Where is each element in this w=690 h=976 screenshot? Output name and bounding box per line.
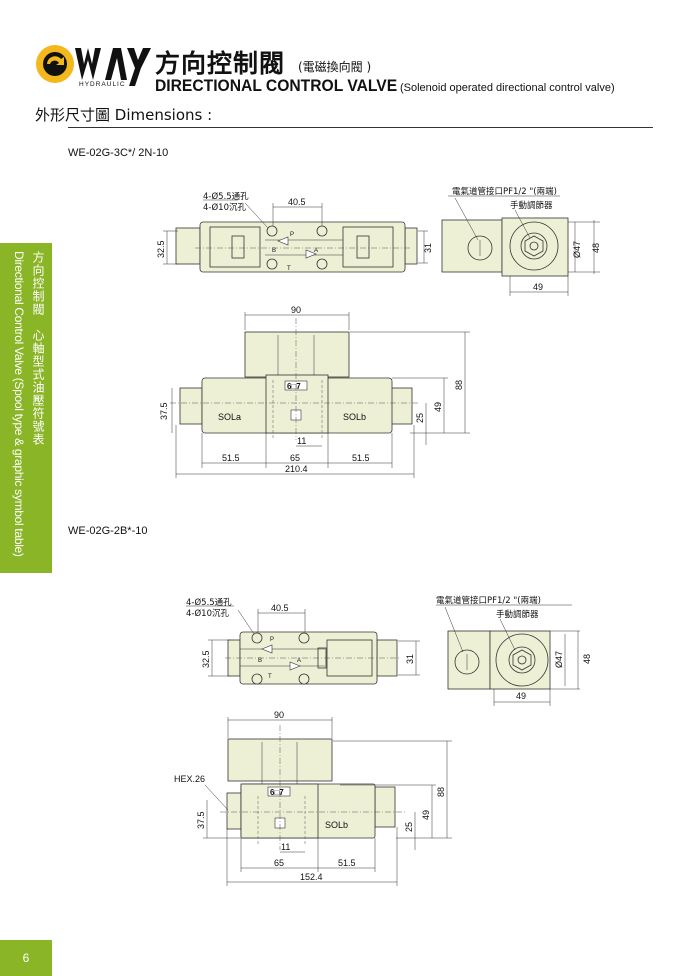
conduit-label: 電氣道管接口PF1/2 "(兩端) [452, 186, 557, 197]
dim-65: 65 [274, 858, 284, 868]
port-a: A [297, 658, 301, 664]
port-a: A [314, 248, 318, 254]
hole-label-through: 4-Ø5.5通孔 [203, 191, 249, 202]
dim-25: 25 [404, 822, 414, 832]
logo: HYDRAULIC [35, 42, 153, 93]
dim-32-5: 32.5 [201, 650, 211, 668]
port-t: T [287, 266, 291, 272]
dim-31: 31 [423, 243, 433, 253]
side-tab-english: Directional Control Valve (Spool type & … [12, 251, 26, 557]
logo-subtext: HYDRAULIC [79, 81, 126, 88]
port-p: P [270, 637, 274, 643]
hole-label-through: 4-Ø5.5通孔 [186, 597, 232, 608]
title-chinese: 方向控制閥 [155, 49, 286, 78]
drawing2-side-view: 電氣道管接口PF1/2 "(兩端) 手動調節器 Ø47 48 49 [436, 595, 592, 706]
dim-51-5-right: 51.5 [352, 453, 370, 463]
dim-49: 49 [516, 691, 526, 701]
section-heading: 外形尺寸圖 Dimensions : [35, 106, 213, 124]
dim-65: 65 [290, 453, 300, 463]
dim-90: 90 [274, 710, 284, 720]
side-tab-chinese: 方向控制閥 心軸型式油壓符號表 [31, 251, 45, 446]
manual-override-label: 手動調節器 [496, 609, 539, 620]
dim-90: 90 [291, 305, 301, 315]
drawing2-top-view: P T A B 40.5 32.5 31 4-Ø5.5通孔 4-Ø10沉孔 [186, 597, 420, 685]
way-hydraulic-logo: HYDRAULIC [36, 45, 151, 88]
dim-51-5-left: 51.5 [222, 453, 240, 463]
dim-37-5: 37.5 [159, 402, 169, 420]
conduit-label: 電氣道管接口PF1/2 "(兩端) [436, 595, 541, 606]
dim-49-height: 49 [421, 810, 431, 820]
dim-88: 88 [436, 787, 446, 797]
side-tab: 方向控制閥 心軸型式油壓符號表 Directional Control Valv… [0, 243, 52, 573]
dim-31: 31 [405, 654, 415, 664]
drawing1-front-view: 6□7 SOLa SOLb 90 88 49 25 37.5 11 51.5 6… [159, 305, 470, 478]
hole-label-counterbore: 4-Ø10沉孔 [203, 202, 246, 213]
dim-48: 48 [582, 654, 592, 664]
nameplate: 6□7 [270, 788, 284, 797]
dim-49: 49 [533, 282, 543, 292]
solenoid-b-label: SOLb [343, 412, 366, 422]
dim-48: 48 [591, 243, 601, 253]
dim-49-height: 49 [433, 402, 443, 412]
port-b: B [258, 658, 262, 664]
dim-diameter-47: Ø47 [572, 241, 582, 258]
dim-40-5: 40.5 [271, 603, 289, 613]
dim-diameter-47: Ø47 [554, 651, 564, 668]
port-b: B [272, 248, 276, 254]
solenoid-b-label: SOLb [325, 820, 348, 830]
model-label-1: WE-02G-3C*/ 2N-10 [68, 147, 169, 159]
dim-32-5: 32.5 [156, 240, 166, 258]
dim-11: 11 [297, 436, 306, 446]
port-p: P [290, 232, 294, 238]
port-t: T [268, 674, 272, 680]
title-english-sub: (Solenoid operated directional control v… [400, 82, 615, 94]
drawing1-top-view: P T A B 40.5 32.5 31 4-Ø5.5通孔 4-Ø10沉孔 [156, 191, 433, 273]
dim-210-4: 210.4 [285, 464, 308, 474]
dim-25: 25 [415, 413, 425, 423]
solenoid-a-label: SOLa [218, 412, 241, 422]
dim-152-4: 152.4 [300, 872, 323, 882]
title-chinese-sub: (電磁換向閥 ) [298, 60, 372, 74]
manual-override-label: 手動調節器 [510, 200, 553, 211]
dim-51-5: 51.5 [338, 858, 356, 868]
page-number: 6 [0, 940, 52, 976]
dim-37-5: 37.5 [196, 811, 206, 829]
drawing1-side-view: 電氣道管接口PF1/2 "(兩端) 手動調節器 Ø47 48 49 [441, 186, 601, 296]
divider [68, 127, 653, 128]
hole-label-counterbore: 4-Ø10沉孔 [186, 608, 229, 619]
nameplate: 6□7 [287, 382, 301, 391]
title-english: DIRECTIONAL CONTROL VALVE [155, 76, 398, 95]
dim-88: 88 [454, 380, 464, 390]
hex-label: HEX.26 [174, 774, 205, 784]
model-label-2: WE-02G-2B*-10 [68, 525, 148, 537]
drawing2-front-view: 6□7 SOLb HEX.26 90 88 49 25 37.5 11 65 5… [174, 710, 452, 886]
dim-40-5: 40.5 [288, 197, 306, 207]
dim-11: 11 [281, 842, 290, 852]
